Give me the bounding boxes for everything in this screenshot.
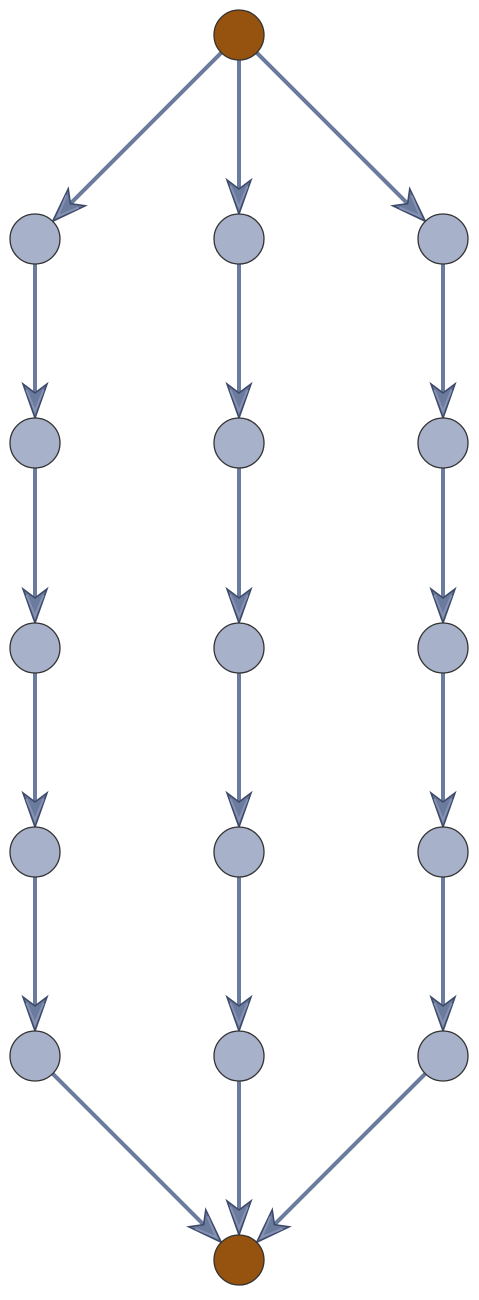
node-b1 xyxy=(213,213,265,265)
arrowhead-b3-b4 xyxy=(225,790,253,830)
node-a2 xyxy=(9,417,61,469)
node-b3 xyxy=(213,622,265,674)
terminal-node-source xyxy=(213,9,265,61)
node-a4 xyxy=(9,826,61,878)
node-c3 xyxy=(417,622,469,674)
arrowhead-a3-a4 xyxy=(21,790,49,830)
edge-source-to-a1 xyxy=(50,51,223,224)
edge-b4-to-b5 xyxy=(225,877,253,1034)
edge-a4-to-a5 xyxy=(21,877,49,1034)
edge-c2-to-c3 xyxy=(429,468,457,626)
arrowhead-c5-sink xyxy=(254,1207,292,1245)
nodes-layer xyxy=(9,9,469,1286)
node-a5 xyxy=(9,1030,61,1082)
edge-b5-to-sink xyxy=(225,1081,253,1238)
arrowhead-a4-a5 xyxy=(21,994,49,1034)
node-c5 xyxy=(417,1030,469,1082)
arrowhead-source-c1 xyxy=(390,186,428,224)
edges-layer xyxy=(21,51,457,1245)
edge-c4-to-c5 xyxy=(429,877,457,1034)
node-b5 xyxy=(213,1030,265,1082)
arrowhead-source-b1 xyxy=(225,177,253,217)
edge-source-to-c1 xyxy=(255,51,428,224)
arrowhead-source-a1 xyxy=(50,186,88,224)
edge-c1-to-c2 xyxy=(429,264,457,421)
edge-line xyxy=(56,51,223,218)
edge-source-to-b1 xyxy=(225,60,253,217)
arrowhead-a1-a2 xyxy=(21,381,49,421)
arrowhead-a2-a3 xyxy=(21,586,49,626)
edge-line xyxy=(260,1072,427,1239)
node-c1 xyxy=(417,213,469,265)
node-b2 xyxy=(213,417,265,469)
edge-c5-to-sink xyxy=(254,1072,427,1245)
terminal-node-sink xyxy=(213,1234,265,1286)
edge-a5-to-sink xyxy=(51,1072,224,1245)
edge-b2-to-b3 xyxy=(225,468,253,626)
arrowhead-b2-b3 xyxy=(225,586,253,626)
edge-line xyxy=(255,51,422,218)
node-c4 xyxy=(417,826,469,878)
node-b4 xyxy=(213,826,265,878)
arrowhead-c1-c2 xyxy=(429,381,457,421)
arrowhead-b4-b5 xyxy=(225,994,253,1034)
edge-b1-to-b2 xyxy=(225,264,253,421)
arrowhead-b5-sink xyxy=(225,1198,253,1238)
edge-a3-to-a4 xyxy=(21,673,49,830)
edge-line xyxy=(51,1072,218,1239)
arrowhead-b1-b2 xyxy=(225,381,253,421)
edge-b3-to-b4 xyxy=(225,673,253,830)
edge-c3-to-c4 xyxy=(429,673,457,830)
node-a1 xyxy=(9,213,61,265)
arrowhead-c4-c5 xyxy=(429,994,457,1034)
arrowhead-a5-sink xyxy=(186,1207,224,1245)
node-a3 xyxy=(9,622,61,674)
edge-a1-to-a2 xyxy=(21,264,49,421)
arrowhead-c3-c4 xyxy=(429,790,457,830)
arrowhead-c2-c3 xyxy=(429,586,457,626)
edge-a2-to-a3 xyxy=(21,468,49,626)
node-c2 xyxy=(417,417,469,469)
